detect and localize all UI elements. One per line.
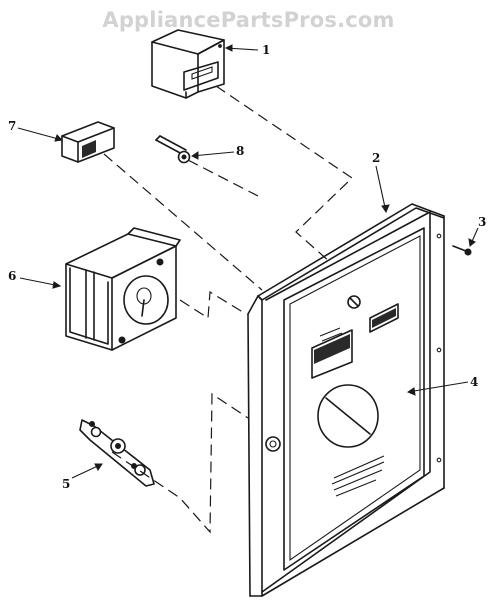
control-panel-frame — [247, 203, 445, 597]
timer-window — [311, 329, 353, 379]
callout-8: 8 — [236, 144, 245, 158]
vent-louvers — [331, 455, 385, 497]
watermark-text: AppliancePartsPros.com — [102, 8, 395, 32]
leader-lines — [17, 44, 479, 479]
grommet — [265, 436, 281, 452]
switch-part — [61, 121, 115, 163]
callout-5: 5 — [62, 477, 71, 491]
callout-2: 2 — [372, 151, 381, 165]
bolt-part — [155, 135, 191, 164]
relay-part — [151, 29, 225, 99]
assembly-lines — [103, 85, 353, 534]
callout-4: 4 — [470, 375, 479, 389]
callout-7: 7 — [8, 119, 17, 133]
switch-opening — [369, 303, 399, 333]
bracket-part — [79, 419, 155, 487]
flange-hole — [436, 457, 442, 463]
callout-1: 1 — [262, 43, 271, 57]
flange-hole — [436, 347, 442, 353]
timer-motor-part — [65, 227, 181, 351]
callout-3: 3 — [478, 215, 487, 229]
screw-part — [452, 245, 472, 256]
callout-6: 6 — [8, 269, 17, 283]
flange-hole — [436, 233, 442, 239]
